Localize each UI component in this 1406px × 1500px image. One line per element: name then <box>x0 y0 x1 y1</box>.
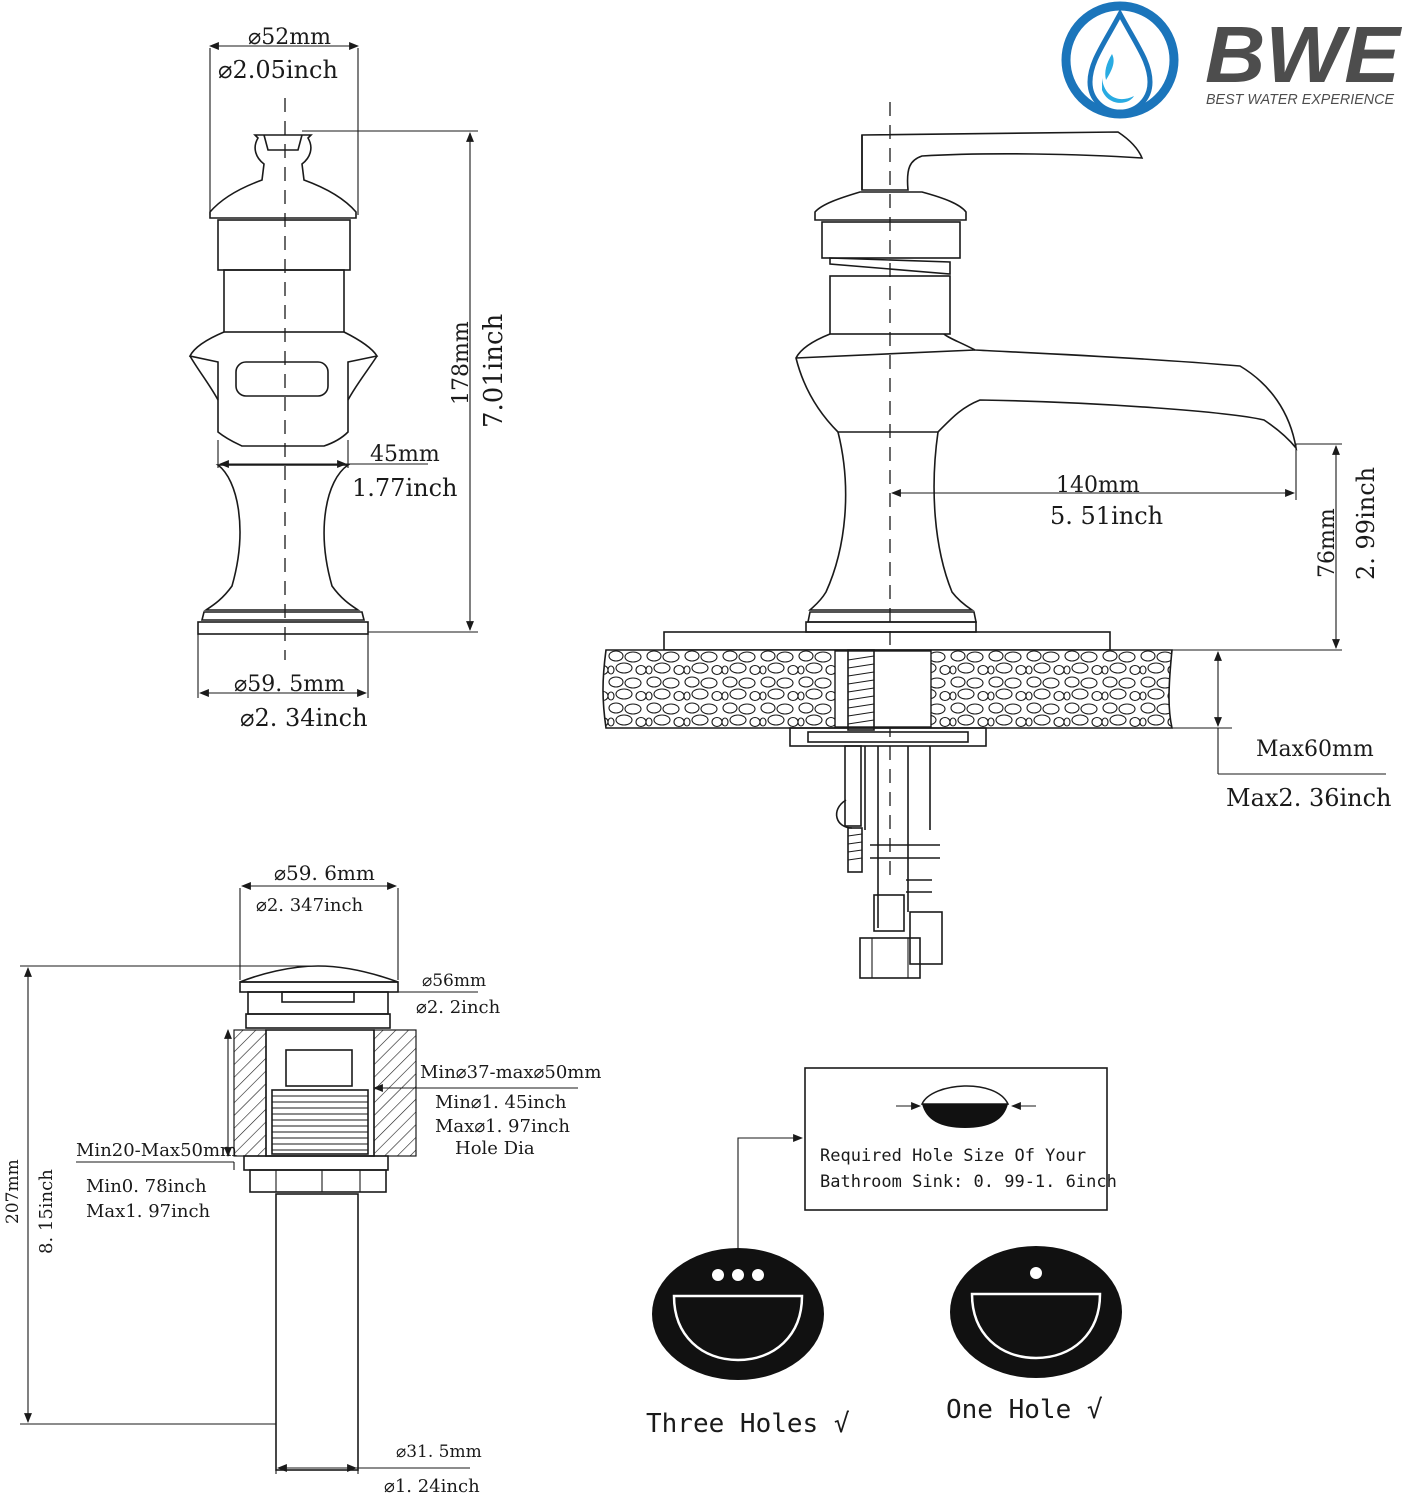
hole-size-line1: Required Hole Size Of Your <box>820 1146 1086 1166</box>
brand-name: BWE <box>1205 10 1403 99</box>
drain-total-in: 8. 15inch <box>36 1169 57 1254</box>
drain-hole-range: Min⌀37-max⌀50mm <box>420 1062 601 1083</box>
sink-hole-info: Required Hole Size Of Your Bathroom Sink… <box>646 1067 1122 1439</box>
side-reach-mm: 140mm <box>1056 473 1140 498</box>
front-height-mm: 178mm <box>449 321 474 405</box>
side-deck-max-in: Max2. 36inch <box>1226 784 1392 812</box>
side-height-mm: 76mm <box>1315 508 1340 578</box>
drain-flange-in: ⌀2. 2inch <box>416 997 501 1018</box>
drain-cap-dia-in: ⌀2. 347inch <box>256 895 364 916</box>
hole-size-icon <box>920 1085 1010 1105</box>
faucet-front-view: ⌀52mm ⌀2.05inch 178mm 7.01inch 45mm 1.77… <box>188 25 509 732</box>
front-neck-in: 1.77inch <box>352 474 457 502</box>
side-deck-max-mm: Max60mm <box>1256 737 1374 762</box>
front-top-dia-mm: ⌀52mm <box>248 25 331 50</box>
drain-hole-max-in: Max⌀1. 97inch <box>435 1116 570 1137</box>
drain-hole-label: Hole Dia <box>455 1138 535 1159</box>
drain-thickness-min-in: Min0. 78inch <box>86 1176 207 1197</box>
drain-hole-min-in: Min⌀1. 45inch <box>435 1092 567 1113</box>
brand-tagline: BEST WATER EXPERIENCE <box>1206 91 1395 108</box>
drain-pipe-in: ⌀1. 24inch <box>384 1476 480 1497</box>
drain-thickness-max-in: Max1. 97inch <box>86 1201 211 1222</box>
front-height-in: 7.01inch <box>479 313 509 428</box>
drain-thickness-mm: Min20-Max50mm <box>76 1140 237 1161</box>
drain-cap-dia-mm: ⌀59. 6mm <box>274 861 375 885</box>
water-drop-icon <box>1087 8 1153 115</box>
side-reach-in: 5. 51inch <box>1050 502 1163 530</box>
faucet-side-view: 140mm 5. 51inch 76mm 2. 99inch Max60mm M… <box>602 102 1392 979</box>
one-hole-sink-icon <box>950 1246 1122 1378</box>
front-neck-mm: 45mm <box>370 442 440 467</box>
drain-assembly: ⌀59. 6mm ⌀2. 347inch ⌀56mm ⌀2. 2inch Min… <box>3 861 601 1497</box>
front-top-dia-in: ⌀2.05inch <box>218 56 338 84</box>
front-base-dia-mm: ⌀59. 5mm <box>234 672 345 697</box>
one-hole-label: One Hole √ <box>946 1395 1103 1425</box>
hole-size-line2: Bathroom Sink: 0. 99-1. 6inch <box>820 1172 1117 1192</box>
drain-pipe-mm: ⌀31. 5mm <box>396 1442 482 1462</box>
drain-flange-mm: ⌀56mm <box>422 971 486 991</box>
brand-logo: BWE BEST WATER EXPERIENCE <box>1061 1 1403 119</box>
front-base-dia-in: ⌀2. 34inch <box>240 704 368 732</box>
threaded-shank <box>847 649 875 731</box>
three-holes-label: Three Holes √ <box>646 1409 850 1439</box>
side-height-in: 2. 99inch <box>1352 467 1380 580</box>
drain-total-mm: 207mm <box>3 1159 23 1224</box>
three-hole-sink-icon <box>652 1248 824 1380</box>
